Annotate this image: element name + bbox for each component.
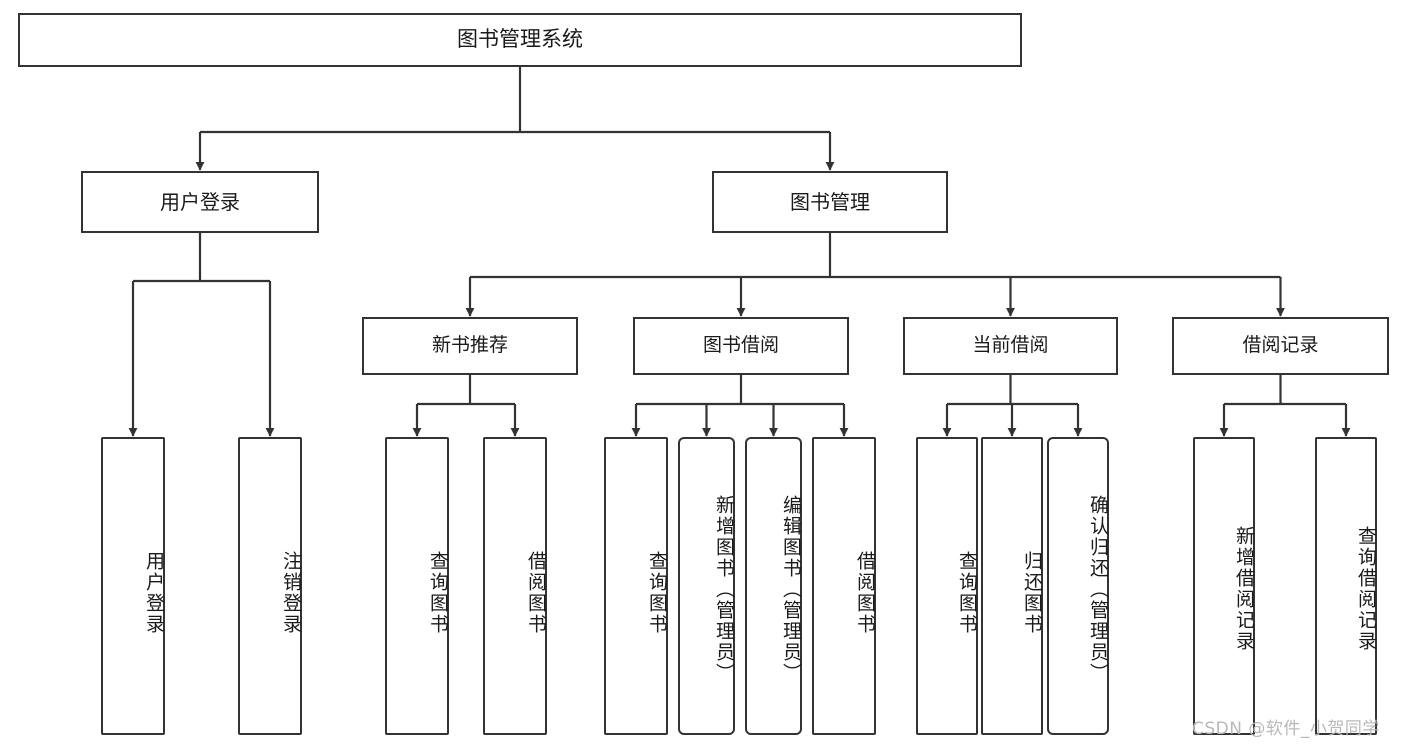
node-leaf-user-logout[interactable]: 注销登录: [238, 437, 302, 735]
node-leaf-cb-query[interactable]: 查询图书: [916, 437, 978, 735]
node-label: 用户登录: [160, 189, 240, 214]
node-label: 归还图书: [1021, 551, 1043, 635]
node-leaf-bb-edit[interactable]: 编辑图书（管理员）: [745, 437, 802, 735]
node-label: 查询图书: [646, 551, 668, 635]
node-label: 图书借阅: [702, 334, 779, 357]
node-user-login[interactable]: 用户登录: [81, 171, 319, 233]
node-label: 当前借阅: [972, 334, 1049, 357]
node-leaf-rec-query[interactable]: 查询图书: [385, 437, 449, 735]
node-label: 新增图书（管理员）: [713, 494, 735, 684]
node-leaf-user-login[interactable]: 用户登录: [101, 437, 165, 735]
node-label: 用户登录: [143, 551, 165, 635]
node-current-borrow[interactable]: 当前借阅: [903, 317, 1118, 375]
node-label: 编辑图书（管理员）: [780, 494, 802, 684]
node-label: 借阅图书: [854, 551, 876, 635]
node-leaf-br-add[interactable]: 新增借阅记录: [1193, 437, 1255, 735]
node-label: 新书推荐: [431, 334, 508, 357]
node-borrow-record[interactable]: 借阅记录: [1172, 317, 1389, 375]
node-label: 查询图书: [427, 551, 449, 635]
csdn-watermark: CSDN @软件_小贺同学: [1192, 719, 1380, 739]
node-label: 借阅图书: [525, 551, 547, 635]
node-leaf-bb-add[interactable]: 新增图书（管理员）: [678, 437, 735, 735]
node-label: 查询借阅记录: [1355, 526, 1377, 652]
node-label: 图书管理系统: [457, 27, 583, 52]
node-label: 注销登录: [280, 551, 302, 635]
node-leaf-cb-return[interactable]: 归还图书: [981, 437, 1043, 735]
node-leaf-bb-borrow[interactable]: 借阅图书: [812, 437, 876, 735]
node-label: 查询图书: [956, 551, 978, 635]
node-book-manage[interactable]: 图书管理: [712, 171, 948, 233]
node-leaf-rec-borrow[interactable]: 借阅图书: [483, 437, 547, 735]
node-book-borrow[interactable]: 图书借阅: [633, 317, 849, 375]
connector-edges: [128, 67, 1351, 437]
node-new-book-rec[interactable]: 新书推荐: [362, 317, 578, 375]
node-label: 确认归还（管理员）: [1087, 494, 1109, 684]
node-label: 借阅记录: [1242, 334, 1319, 357]
node-leaf-bb-query[interactable]: 查询图书: [604, 437, 668, 735]
node-label: 新增借阅记录: [1233, 526, 1255, 652]
node-leaf-cb-confirm[interactable]: 确认归还（管理员）: [1047, 437, 1109, 735]
node-leaf-br-query[interactable]: 查询借阅记录: [1315, 437, 1377, 735]
node-root[interactable]: 图书管理系统: [18, 13, 1022, 67]
node-label: 图书管理: [790, 189, 870, 214]
